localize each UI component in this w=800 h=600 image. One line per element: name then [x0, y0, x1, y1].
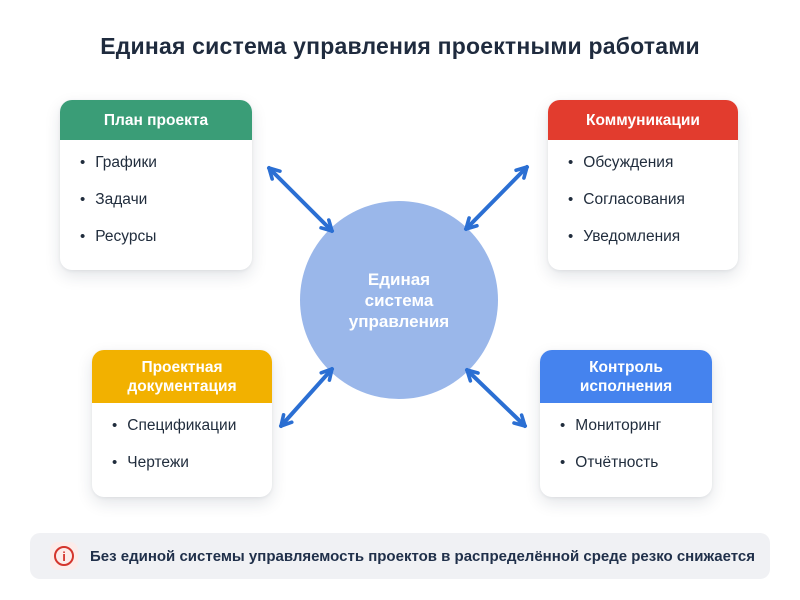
card-project-plan: План проекта Графики Задачи Ресурсы — [60, 100, 252, 270]
card-execution-control-header: Контроль исполнения — [540, 350, 712, 403]
info-icon: i — [50, 542, 78, 570]
info-icon-glyph: i — [54, 546, 74, 566]
arrow-documentation — [279, 367, 334, 428]
card-communications-list: Обсуждения Согласования Уведомления — [548, 140, 738, 274]
arrow-control — [465, 368, 527, 428]
list-item: Ресурсы — [80, 227, 242, 247]
list-item: Согласования — [568, 190, 728, 210]
arrow-plan — [267, 166, 334, 233]
list-item: Спецификации — [112, 416, 262, 436]
card-project-documentation: Проектная документация Спецификации Черт… — [92, 350, 272, 497]
list-item: Чертежи — [112, 453, 262, 473]
card-communications-header: Коммуникации — [548, 100, 738, 140]
list-item: Графики — [80, 153, 242, 173]
card-project-plan-list: Графики Задачи Ресурсы — [60, 140, 252, 274]
footer-note: i Без единой системы управляемость проек… — [30, 533, 770, 579]
card-execution-control-list: Мониторинг Отчётность — [540, 403, 712, 500]
card-project-plan-header: План проекта — [60, 100, 252, 140]
list-item: Мониторинг — [560, 416, 702, 436]
card-project-documentation-list: Спецификации Чертежи — [92, 403, 272, 500]
footer-text: Без единой системы управляемость проекто… — [90, 547, 756, 565]
center-line-2: система — [364, 290, 434, 310]
arrow-communications — [464, 165, 529, 231]
center-circle-label: Единая система управления — [349, 269, 449, 332]
card-execution-control: Контроль исполнения Мониторинг Отчётност… — [540, 350, 712, 497]
center-circle: Единая система управления — [300, 201, 498, 399]
card-communications: Коммуникации Обсуждения Согласования Уве… — [548, 100, 738, 270]
list-item: Отчётность — [560, 453, 702, 473]
center-line-1: Единая — [367, 269, 431, 289]
list-item: Задачи — [80, 190, 242, 210]
card-project-documentation-header: Проектная документация — [92, 350, 272, 403]
page-title: Единая система управления проектными раб… — [100, 33, 700, 59]
center-line-3: управления — [348, 311, 450, 331]
list-item: Обсуждения — [568, 153, 728, 173]
list-item: Уведомления — [568, 227, 728, 247]
